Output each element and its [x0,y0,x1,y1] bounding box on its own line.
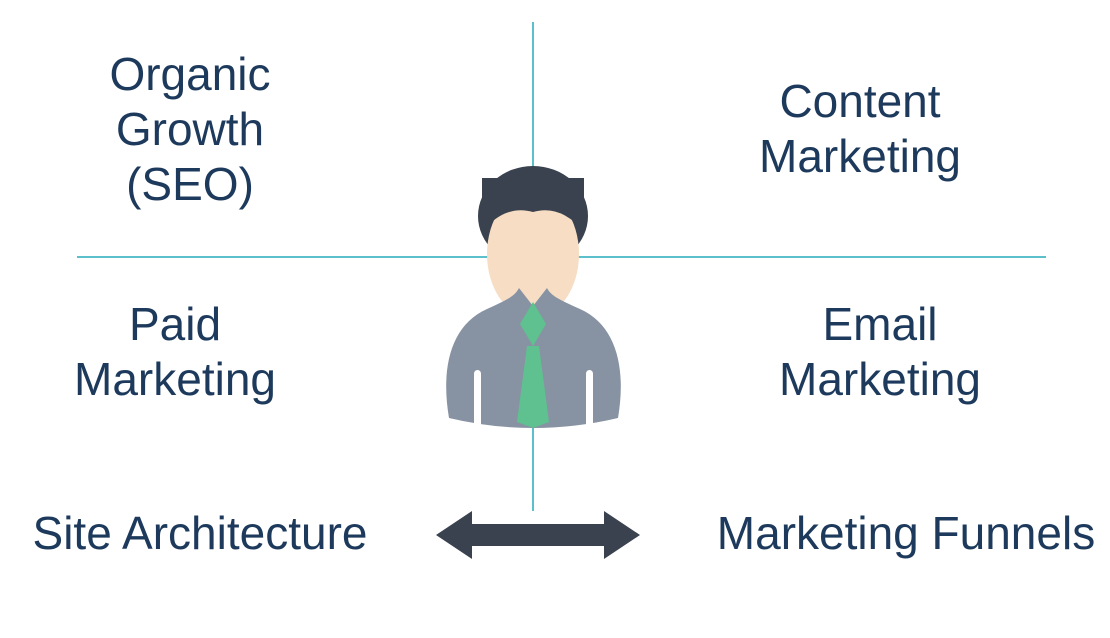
double-headed-arrow-icon [436,511,640,559]
label-organic-growth-seo: Organic Growth (SEO) [40,47,340,212]
avatar-sleeve-notch-left [474,370,481,429]
label-marketing-funnels: Marketing Funnels [706,506,1106,561]
label-line: Email [822,298,938,350]
label-line: Marketing [759,130,961,182]
person-avatar-icon [446,166,621,429]
avatar-sleeve-notch-right [586,370,593,429]
label-line: (SEO) [126,158,254,210]
label-email-marketing: Email Marketing [730,297,1030,407]
label-line: Growth [115,103,265,155]
label-line: Marketing [779,353,981,405]
label-paid-marketing: Paid Marketing [25,297,325,407]
label-line: Marketing [74,353,276,405]
label-content-marketing: Content Marketing [710,74,1010,184]
avatar-hair-fringe [482,178,584,232]
avatar-face [487,190,579,318]
label-line: Organic [109,48,271,100]
label-site-architecture: Site Architecture [10,506,390,561]
label-line: Site Architecture [32,507,368,559]
label-line: Paid [128,298,222,350]
avatar-tie-knot [520,302,546,346]
label-line: Marketing Funnels [716,507,1096,559]
double-arrow-shape [436,511,640,559]
label-line: Content [779,75,941,127]
avatar-tie-body [517,346,549,428]
